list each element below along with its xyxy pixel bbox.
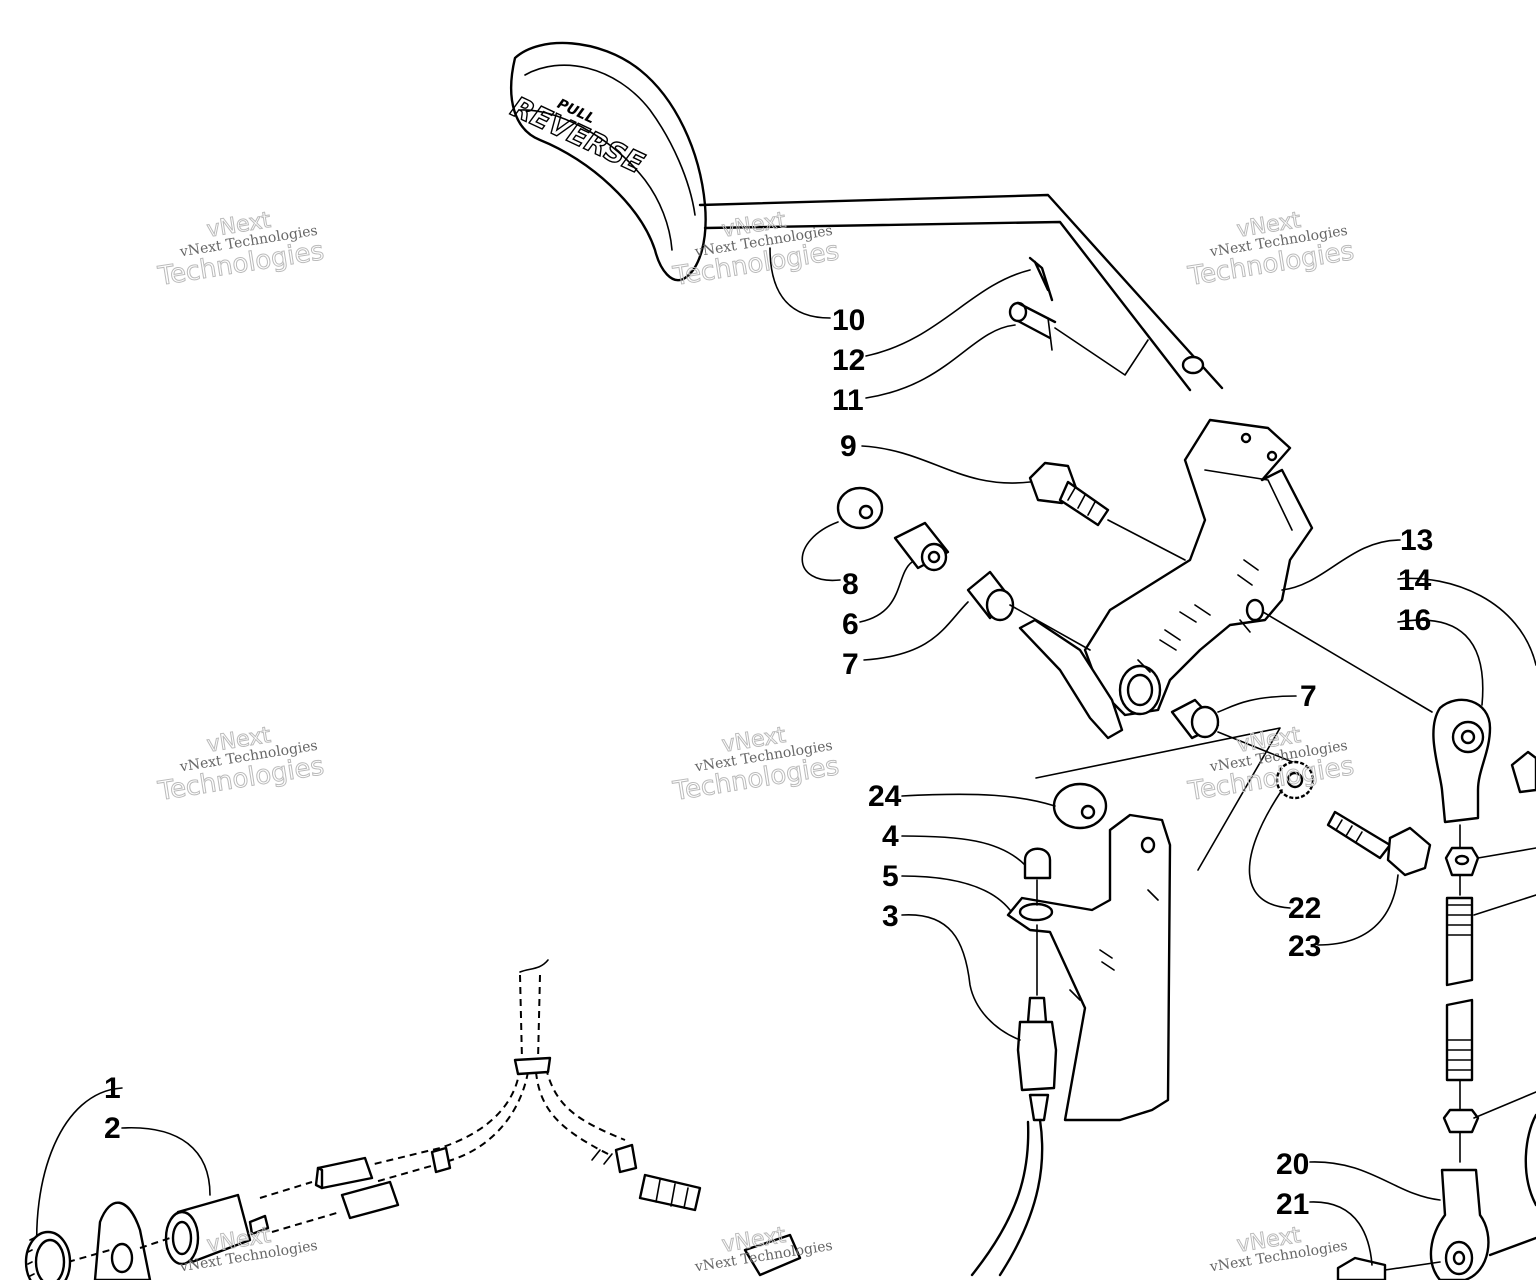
callout-24: 24 (868, 780, 902, 813)
callout-14: 14 (1398, 564, 1432, 597)
callout-9: 9 (840, 430, 857, 463)
callout-10: 10 (832, 304, 865, 337)
callout-7-right: 7 (1300, 680, 1317, 713)
callout-4: 4 (882, 820, 899, 853)
harness-connector-d (743, 1233, 802, 1277)
callout-1: 1 (104, 1072, 121, 1105)
callout-labels: 10 12 11 9 8 6 7 13 14 16 7 24 4 5 3 22 … (104, 304, 1433, 1221)
callout-13: 13 (1400, 524, 1433, 557)
rod-end-lower (1336, 1113, 1536, 1280)
switch-3 (970, 924, 1058, 1277)
watermarks: vNext vNext Technologies Technologies vN… (155, 208, 1357, 1276)
switch-mount-bracket (1006, 813, 1172, 1122)
callout-12: 12 (832, 344, 865, 377)
callout-21: 21 (1276, 1188, 1309, 1221)
callout-16: 16 (1398, 604, 1431, 637)
reverse-bracket (1018, 418, 1314, 740)
wiring-harness (369, 959, 638, 1183)
jam-nut-lower (1442, 1108, 1480, 1163)
harness-connector-c (638, 1173, 702, 1212)
callout-6: 6 (842, 608, 859, 641)
harness-connector-a (314, 1156, 374, 1190)
reverse-handle-grip: PULL REVERSE (505, 41, 707, 282)
rod-end-upper (1432, 698, 1536, 824)
leader-lines (35, 247, 1536, 1266)
mount-plate (67, 1201, 171, 1280)
cotter-pin (1028, 256, 1054, 302)
threaded-rod (1445, 824, 1474, 1111)
bushing-7a (966, 570, 1091, 651)
callout-22: 22 (1288, 892, 1321, 925)
jam-nut-upper (1444, 846, 1480, 877)
nut-4 (1023, 847, 1052, 906)
lock-washer-22 (1275, 760, 1315, 800)
harness-connector-b (340, 1180, 400, 1220)
callout-8: 8 (842, 568, 859, 601)
callout-3: 3 (882, 900, 899, 933)
callout-7-left: 7 (842, 648, 859, 681)
spacer-6 (893, 521, 950, 572)
shaft-pin-hole (1181, 355, 1205, 375)
callout-20: 20 (1276, 1148, 1309, 1181)
indicator-light-2 (164, 1181, 341, 1266)
bolt-23 (1326, 810, 1432, 877)
washer-24 (1035, 727, 1281, 871)
reverse-handle-shaft (698, 193, 1224, 392)
clevis-pin (1008, 301, 1149, 376)
callout-2: 2 (104, 1112, 121, 1145)
bolt-9 (1028, 461, 1186, 561)
callout-11: 11 (832, 384, 864, 417)
callout-5: 5 (882, 860, 899, 893)
knob-1 (24, 1230, 72, 1280)
washer-8 (836, 486, 884, 530)
callout-23: 23 (1288, 930, 1321, 963)
